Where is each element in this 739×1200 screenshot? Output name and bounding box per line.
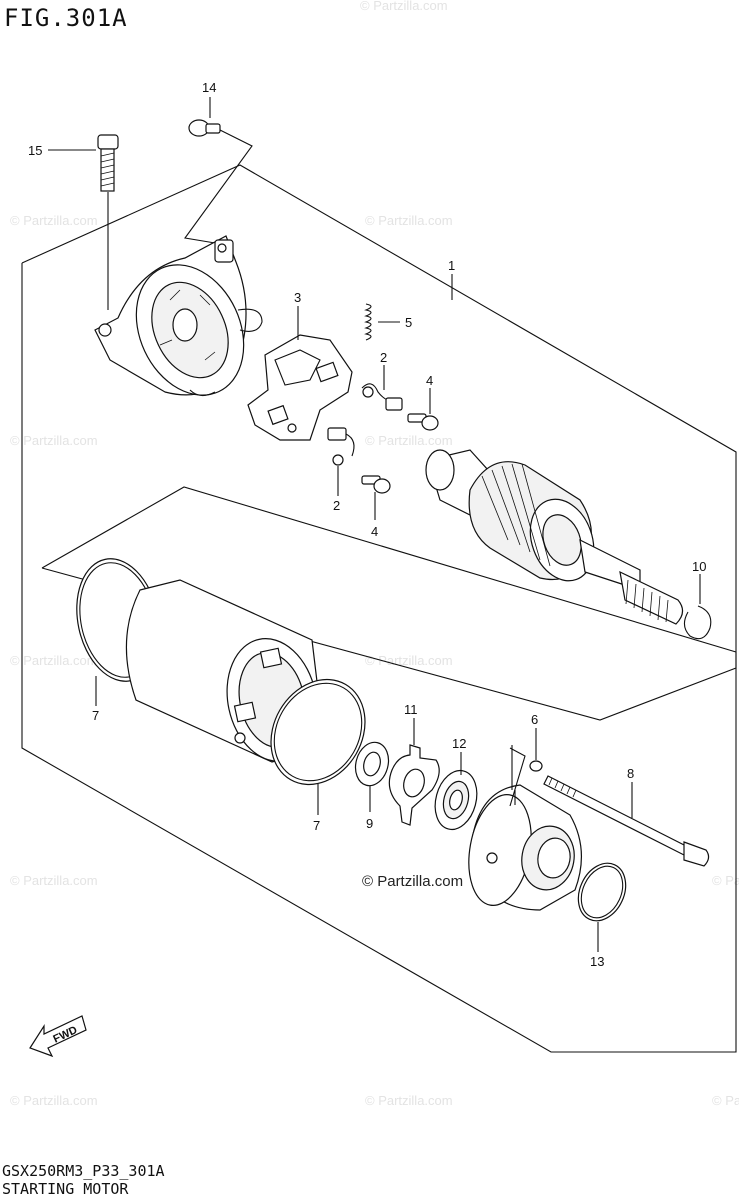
front-housing (468, 745, 583, 911)
screw-4-upper (407, 413, 439, 431)
callout-4-upper: 4 (426, 373, 433, 388)
lock-washer-11 (388, 744, 440, 826)
o-ring-7-right (270, 678, 366, 786)
watermark: © Partzilla.com (10, 433, 98, 448)
washer-6 (529, 760, 543, 772)
screw-14-path (184, 129, 253, 244)
callout-3: 3 (294, 290, 301, 305)
callout-9: 9 (366, 816, 373, 831)
rear-housing (94, 235, 263, 397)
screw-4-lower (361, 475, 391, 494)
figure-name: STARTING MOTOR (2, 1180, 129, 1198)
callout-6: 6 (531, 712, 538, 727)
watermark: © Partzilla.com (10, 1093, 98, 1108)
spring-5 (364, 303, 372, 341)
front-housing-guide (509, 747, 526, 807)
screw-14 (188, 119, 221, 137)
bolt-15 (97, 134, 119, 192)
through-bolt-8 (543, 775, 710, 867)
armature-group-outline (41, 486, 737, 721)
fwd-label: FWD (51, 1024, 79, 1045)
brush-2-lower (327, 427, 355, 466)
callout-15: 15 (28, 143, 42, 158)
assembly-outline (21, 164, 737, 1053)
washer-9 (354, 741, 390, 787)
callout-13: 13 (590, 954, 604, 969)
callout-7-left: 7 (92, 708, 99, 723)
watermark: © Partzilla.com (712, 1093, 739, 1108)
watermark: © Partzilla.com (10, 873, 98, 888)
o-ring-13 (577, 862, 627, 922)
callout-2-lower: 2 (333, 498, 340, 513)
oil-seal-12 (434, 769, 478, 831)
watermark: © Partzilla.com (365, 653, 453, 668)
watermark: © Partzilla.com (365, 433, 453, 448)
watermark-main: © Partzilla.com (362, 873, 463, 890)
brush-2-upper (361, 383, 403, 411)
callout-2-upper: 2 (380, 350, 387, 365)
circlip-10 (683, 605, 712, 640)
watermark: © Partzilla.com (365, 1093, 453, 1108)
watermark: © Partzilla.com (360, 0, 448, 13)
armature (425, 449, 684, 625)
callout-1: 1 (448, 258, 455, 273)
watermark-layer: © Partzilla.com © Partzilla.com © Partzi… (10, 0, 739, 1108)
watermark: © Partzilla.com (10, 213, 98, 228)
brush-holder-3 (247, 334, 353, 441)
watermark: © Partzilla.com (10, 653, 98, 668)
callout-4-lower: 4 (371, 524, 378, 539)
fwd-arrow-icon: FWD (29, 1015, 87, 1058)
callout-10: 10 (692, 559, 706, 574)
watermark: © Partzilla.com (365, 213, 453, 228)
callout-8: 8 (627, 766, 634, 781)
watermark: © Partzilla.com (712, 873, 739, 888)
callout-5: 5 (405, 315, 412, 330)
figure-code: GSX250RM3_P33_301A (2, 1162, 165, 1180)
callout-14: 14 (202, 80, 216, 95)
callout-12: 12 (452, 736, 466, 751)
callout-11: 11 (404, 702, 418, 717)
callout-7-right: 7 (313, 818, 320, 833)
figure-title: FIG.301A (4, 4, 128, 32)
